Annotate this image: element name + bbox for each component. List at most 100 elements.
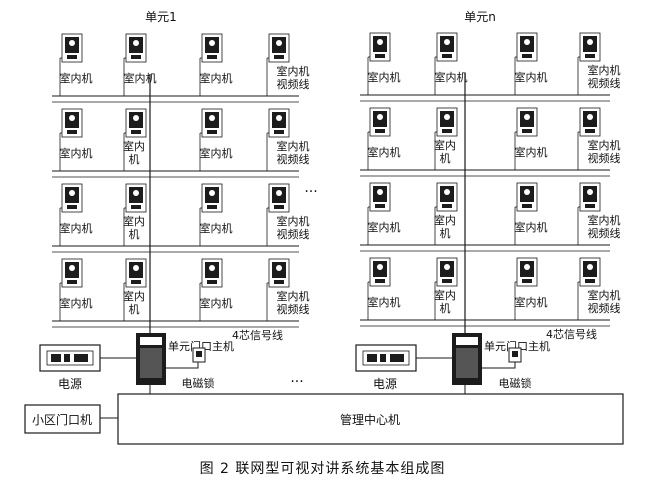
unitn-lock-label: 电磁锁 [499, 376, 532, 390]
unit1-power-supply [39, 344, 101, 372]
unitn-row4-indoor-label-1: 室内机 [368, 295, 401, 309]
unitn-row4-indoor-unit-4 [579, 257, 601, 287]
unitn-row3-indoor-label-2: 室内 [434, 213, 456, 227]
unitn-row1-indoor-label-2: 室内机 [435, 70, 468, 84]
unit1-power-label: 电源 [58, 377, 82, 391]
unitn-row4-indoor-label-4-video: 视频线 [588, 301, 621, 315]
unit1-row4-indoor-label-2-2: 机 [129, 302, 140, 316]
unit1-row4-indoor-unit-2 [125, 258, 147, 288]
unit1-row4-indoor-unit-4 [268, 258, 290, 288]
unit1-row3-indoor-label-1: 室内机 [60, 221, 93, 235]
unit1-row4-indoor-label-4-video: 视频线 [277, 302, 310, 316]
unit1-row2-indoor-label-4-video: 视频线 [277, 152, 310, 166]
unit1-signal-line-label: 4芯信号线 [232, 328, 283, 342]
unitn-row2-indoor-unit-2 [436, 107, 458, 137]
ellipsis-between-units-upper: ··· [304, 184, 317, 200]
unit1-row1-indoor-unit-1 [61, 33, 83, 63]
management-center-label: 管理中心机 [340, 412, 400, 427]
unitn-row1-indoor-unit-4 [579, 32, 601, 62]
unitn-lock-link [481, 362, 516, 369]
unitn-row3-indoor-label-4: 室内机 [588, 213, 621, 227]
unit1-row2-indoor-unit-2 [125, 108, 147, 138]
unit1-row1-indoor-label-3: 室内机 [200, 71, 233, 85]
unitn-row4-indoor-unit-3 [516, 257, 538, 287]
unit1-row3-indoor-label-2-2: 机 [129, 227, 140, 241]
unit1-row4-indoor-label-1: 室内机 [60, 296, 93, 310]
unit1-title: 单元1 [145, 10, 177, 24]
unit1-row3-indoor-unit-4 [268, 183, 290, 213]
unit1-row2-indoor-label-4: 室内机 [277, 139, 310, 153]
unit1-row1-indoor-unit-3 [201, 33, 223, 63]
unitn-row3-indoor-unit-2 [436, 182, 458, 212]
unitn-row2-indoor-label-3: 室内机 [515, 145, 548, 159]
unitn-title: 单元n [464, 10, 496, 24]
figure-caption: 图 2 联网型可视对讲系统基本组成图 [199, 461, 446, 477]
unit1-row4-indoor-label-4: 室内机 [277, 289, 310, 303]
unitn-row1-indoor-label-4-video: 视频线 [588, 76, 621, 90]
unitn-row1-indoor-label-4: 室内机 [588, 63, 621, 77]
unitn-row4-indoor-unit-2 [436, 257, 458, 287]
unitn-row3-indoor-unit-3 [516, 182, 538, 212]
unit1-row3-indoor-unit-3 [201, 183, 223, 213]
unitn-row1-indoor-unit-1 [369, 32, 391, 62]
management-center-box [117, 393, 624, 445]
unit1-row1-indoor-label-4: 室内机 [277, 64, 310, 78]
unitn-row3-indoor-label-3: 室内机 [515, 220, 548, 234]
unitn-row2-indoor-unit-4 [579, 107, 601, 137]
unit1-door-host-label: 单元门口主机 [168, 339, 234, 353]
unitn-row1-indoor-label-1: 室内机 [368, 70, 401, 84]
unit1-door-host [136, 333, 166, 385]
unit1-row2-indoor-label-2: 室内 [123, 139, 145, 153]
unitn-row4-indoor-unit-1 [369, 257, 391, 287]
unit1-row1-indoor-label-4-video: 视频线 [277, 77, 310, 91]
unit1-row3-indoor-unit-1 [61, 183, 83, 213]
unitn-row3-indoor-unit-4 [579, 182, 601, 212]
unitn-row2-indoor-unit-3 [516, 107, 538, 137]
unitn-row1-indoor-unit-2 [436, 32, 458, 62]
unit1-row2-indoor-unit-4 [268, 108, 290, 138]
unit1-row3-indoor-unit-2 [125, 183, 147, 213]
unitn-power-supply [355, 344, 417, 372]
unit1-lock-link [166, 362, 199, 369]
unitn-row1-indoor-label-3: 室内机 [515, 70, 548, 84]
unit1-row1-indoor-label-2: 室内机 [124, 71, 157, 85]
unitn-row3-indoor-label-1: 室内机 [368, 220, 401, 234]
unitn-row4-indoor-label-2: 室内 [434, 288, 456, 302]
unitn-row2-indoor-unit-1 [369, 107, 391, 137]
unitn-row4-indoor-label-2-2: 机 [440, 301, 451, 315]
unitn-row3-indoor-unit-1 [369, 182, 391, 212]
unitn-row2-indoor-label-2-2: 机 [440, 151, 451, 165]
community-gate-box [24, 404, 101, 434]
unit1-row1-indoor-unit-4 [268, 33, 290, 63]
unitn-door-host [452, 333, 482, 385]
unitn-row2-indoor-label-4-video: 视频线 [588, 151, 621, 165]
ellipsis-between-units-lower: ··· [290, 374, 303, 390]
unitn-row2-indoor-label-4: 室内机 [588, 138, 621, 152]
unit1-lock-label: 电磁锁 [182, 376, 215, 390]
unitn-power-label: 电源 [373, 377, 397, 391]
unit1-row1-indoor-label-1: 室内机 [60, 71, 93, 85]
unit1-row3-indoor-label-4: 室内机 [277, 214, 310, 228]
unit1-row2-indoor-unit-1 [61, 108, 83, 138]
unit1-row4-indoor-unit-1 [61, 258, 83, 288]
unitn-row2-indoor-label-1: 室内机 [368, 145, 401, 159]
unitn-row2-indoor-label-2: 室内 [434, 138, 456, 152]
unitn-row3-indoor-label-2-2: 机 [440, 226, 451, 240]
unitn-row4-indoor-label-4: 室内机 [588, 288, 621, 302]
unit1-row4-indoor-label-2: 室内 [123, 289, 145, 303]
unit1-row2-indoor-label-2-2: 机 [129, 152, 140, 166]
unit1-row2-indoor-unit-3 [201, 108, 223, 138]
unit1-row2-indoor-label-1: 室内机 [60, 146, 93, 160]
unit1-row1-indoor-unit-2 [125, 33, 147, 63]
unit1-row4-indoor-label-3: 室内机 [200, 296, 233, 310]
community-gate-label: 小区门口机 [32, 412, 92, 427]
unitn-magnetic-lock [508, 347, 522, 363]
unitn-row4-indoor-label-3: 室内机 [515, 295, 548, 309]
unit1-row3-indoor-label-4-video: 视频线 [277, 227, 310, 241]
unitn-row1-indoor-unit-3 [516, 32, 538, 62]
unit1-row3-indoor-label-3: 室内机 [200, 221, 233, 235]
unit1-row2-indoor-label-3: 室内机 [200, 146, 233, 160]
unitn-door-host-label: 单元门口主机 [484, 339, 550, 353]
unit1-magnetic-lock [192, 347, 206, 363]
